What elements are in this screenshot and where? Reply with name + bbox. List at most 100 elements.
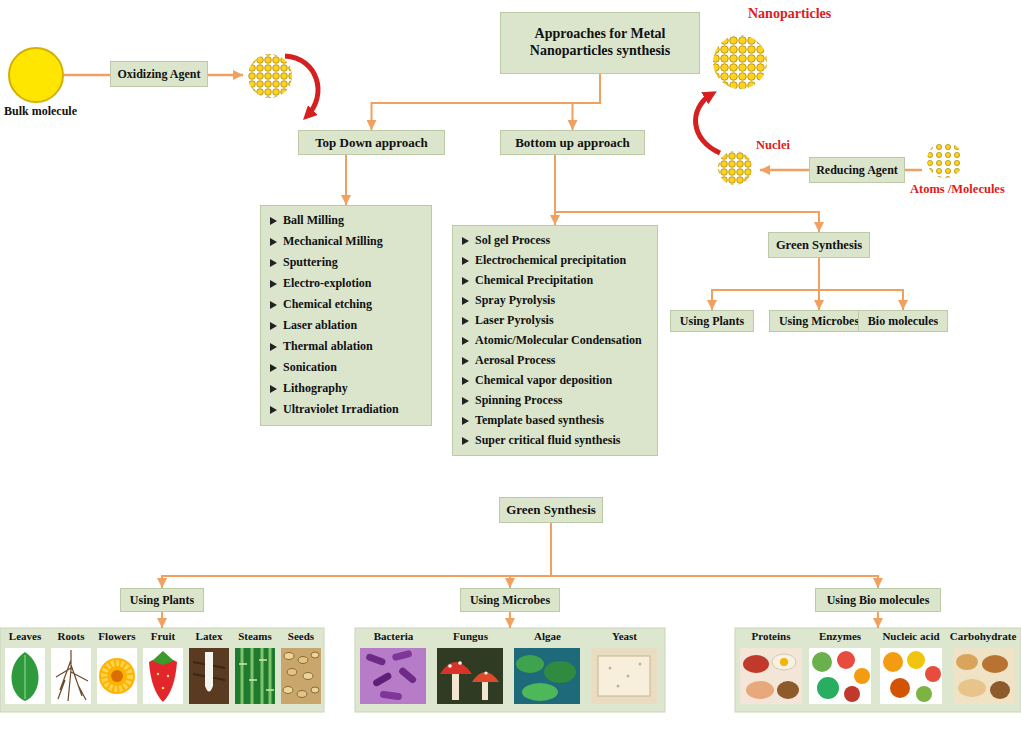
panel-ground xyxy=(735,628,1021,712)
picture-ground xyxy=(97,648,137,704)
bullet-marker xyxy=(270,385,277,393)
connector-arrow xyxy=(551,523,878,588)
atoms-cluster xyxy=(927,142,963,178)
list-item: Ball Milling xyxy=(283,213,344,228)
method-list: Sol gel ProcessElectrochemical precipita… xyxy=(452,225,658,456)
source-box: Using Microbes xyxy=(769,310,869,332)
list-item: Laser ablation xyxy=(283,318,357,333)
list-row: Lithography xyxy=(270,381,423,396)
source-box: Using Plants xyxy=(670,310,754,332)
flower-petals xyxy=(99,658,135,694)
list-item: Sonication xyxy=(283,360,337,375)
mushroom-cap xyxy=(472,672,499,682)
cap-spot xyxy=(484,671,487,674)
figure-label: Nanoparticles xyxy=(748,6,831,22)
connector-arrow xyxy=(555,155,819,232)
list-item: Super critical fluid synthesis xyxy=(475,433,620,448)
algae-blob xyxy=(522,683,558,701)
method-list: Ball MillingMechanical MillingSputtering… xyxy=(260,205,432,426)
food-ground xyxy=(953,648,1015,704)
enzymes-picture xyxy=(809,648,871,704)
stems-ground xyxy=(235,648,275,704)
connector-arrow xyxy=(819,258,903,310)
food-item xyxy=(844,686,860,702)
curved-arrow xyxy=(285,56,318,116)
example-label: Enzymes xyxy=(807,630,873,642)
list-row: Chemical vapor deposition xyxy=(462,373,649,388)
seed xyxy=(303,673,313,680)
panel-ground xyxy=(0,628,324,712)
leaf-vein xyxy=(24,655,25,699)
example-panel: BacteriaFungusAlgaeYeast xyxy=(355,628,665,712)
list-row: Sputtering xyxy=(270,255,423,270)
example-label: Fruit xyxy=(140,630,186,642)
seeds-ground xyxy=(281,648,321,704)
list-item: Template based synthesis xyxy=(475,413,604,428)
list-row: Electrochemical precipitation xyxy=(462,253,649,268)
mushroom-stem xyxy=(482,680,488,700)
bullet-marker xyxy=(462,277,469,285)
connector-arrow xyxy=(372,74,601,130)
example-label: Nucleic acid xyxy=(877,630,945,642)
list-item: Electrochemical precipitation xyxy=(475,253,626,268)
bullet-marker xyxy=(270,406,277,414)
latex-drip xyxy=(205,652,213,692)
food-item xyxy=(837,651,855,669)
food-item xyxy=(990,681,1010,699)
list-row: Electro-explotion xyxy=(270,276,423,291)
food-item xyxy=(956,654,978,670)
bullet-marker xyxy=(270,301,277,309)
list-item: Chemical etching xyxy=(283,297,372,312)
list-item: Electro-explotion xyxy=(283,276,371,291)
yeast-grain xyxy=(609,667,612,670)
list-item: Atomic/Molecular Condensation xyxy=(475,333,642,348)
nanoparticle-cluster xyxy=(248,54,292,98)
yeast-grain xyxy=(627,675,630,678)
bacterium xyxy=(372,671,393,687)
picture-ground xyxy=(51,648,91,704)
list-row: Template based synthesis xyxy=(462,413,649,428)
food-item xyxy=(982,655,1008,673)
bacterium xyxy=(392,650,413,662)
list-item: Sol gel Process xyxy=(475,233,550,248)
list-item: Thermal ablation xyxy=(283,339,373,354)
mushroom-stem xyxy=(452,672,459,700)
connector-arrow xyxy=(161,612,163,628)
box-text: Using Microbes xyxy=(470,593,550,607)
example-label: Carbohydrate xyxy=(947,630,1019,642)
example-panel: LeavesRootsFlowersFruitLatexSteamsSeeds xyxy=(0,628,324,712)
algae-ground xyxy=(514,648,580,704)
bullet-marker xyxy=(462,237,469,245)
food-item xyxy=(883,652,903,672)
bullet-marker xyxy=(270,259,277,267)
source-box: Using Microbes xyxy=(460,588,560,612)
picture-ground xyxy=(143,648,183,704)
list-row: Aerosal Process xyxy=(462,353,649,368)
category-box: Green Synthesis xyxy=(499,497,603,523)
source-box: Using Plants xyxy=(120,588,204,612)
connector-arrow xyxy=(162,523,551,588)
bullet-marker xyxy=(270,280,277,288)
flower-petals xyxy=(104,663,130,689)
mushroom-cap xyxy=(440,662,472,674)
agent-box: Reducing Agent xyxy=(809,157,905,183)
bullet-marker xyxy=(462,437,469,445)
example-panel: ProteinsEnzymesNucleic acidCarbohydrate xyxy=(735,628,1021,712)
seeds-picture xyxy=(281,648,321,704)
box-text: Green Synthesis xyxy=(776,238,862,253)
seed xyxy=(298,657,308,664)
bullet-marker xyxy=(462,297,469,305)
bacterium xyxy=(365,653,386,666)
leaf-shape xyxy=(11,652,38,701)
food-item xyxy=(925,666,941,682)
list-row: Ball Milling xyxy=(270,213,423,228)
title-box: Approaches for Metal Nanoparticles synth… xyxy=(500,12,700,74)
example-label: Flowers xyxy=(94,630,140,642)
seed xyxy=(283,687,293,694)
seed xyxy=(284,653,294,660)
example-label: Yeast xyxy=(586,630,663,642)
seed xyxy=(311,687,319,693)
connector-arrow xyxy=(509,612,511,628)
bullet-marker xyxy=(462,337,469,345)
